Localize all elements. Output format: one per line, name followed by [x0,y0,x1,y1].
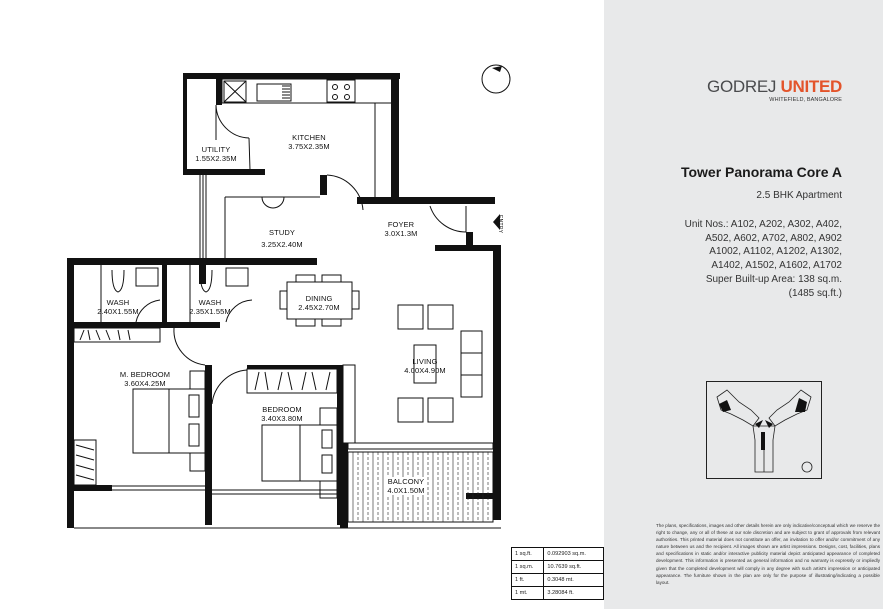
brand-name-united: UNITED [780,77,843,96]
key-plan [706,381,822,479]
unit-details: Unit Nos.: A102, A202, A302, A402, A502,… [684,219,842,299]
table-row: 1 ft.0.3048 mt. [510,573,604,587]
room-living: LIVING 4.00X4.90M [404,357,446,375]
room-master-bedroom: M. BEDROOM 3.60X4.25M [119,370,171,388]
info-panel: GODREJ UNITED WHITEFIELD, BANGALORE Towe… [604,0,883,609]
brand-logo: GODREJ UNITED WHITEFIELD, BANGALORE [707,77,843,104]
brand-location: WHITEFIELD, BANGALORE [769,97,842,103]
key-plan-drawing [716,389,813,473]
entry-arrow-icon [493,214,500,230]
thin-lines [73,64,511,529]
room-foyer: FOYER 3.0X1.3M [384,220,418,238]
room-kitchen: KITCHEN 3.75X2.35M [288,133,330,151]
room-wash-2: WASH 2.35X1.55M [189,298,231,316]
walls [67,73,501,528]
brand-name-godrej: GODREJ [707,77,777,96]
tower-title: Tower Panorama Core A [680,164,842,180]
unit-conversion-table: 1 sq.ft.0.092903 sq.m. 1 sq.m.10.7639 sq… [510,547,604,600]
room-wash-1: WASH 2.40X1.55M [97,298,139,316]
floor-plan: UTILITY 1.55X2.35M KITCHEN 3.75X2.35M ST… [67,64,604,600]
table-row: 1 sq.ft.0.092903 sq.m. [510,547,604,561]
table-row: 1 sq.m.10.7639 sq.ft. [510,560,604,574]
room-balcony: BALCONY 4.0X1.50M [386,477,426,495]
compass-north-icon [492,66,502,72]
room-dining: DINING 2.45X2.70M [298,294,340,312]
disclaimer-text: The plans, specifications, images and ot… [656,523,880,585]
apartment-type: 2.5 BHK Apartment [756,190,842,201]
table-row: 1 mt.3.28084 ft. [510,586,604,600]
room-bedroom: BEDROOM 3.40X3.80M [261,405,303,423]
room-study: STUDY 3.25X2.40M [261,228,303,249]
entry-label: ENTRY [497,215,503,234]
room-utility: UTILITY 1.55X2.35M [195,145,237,163]
